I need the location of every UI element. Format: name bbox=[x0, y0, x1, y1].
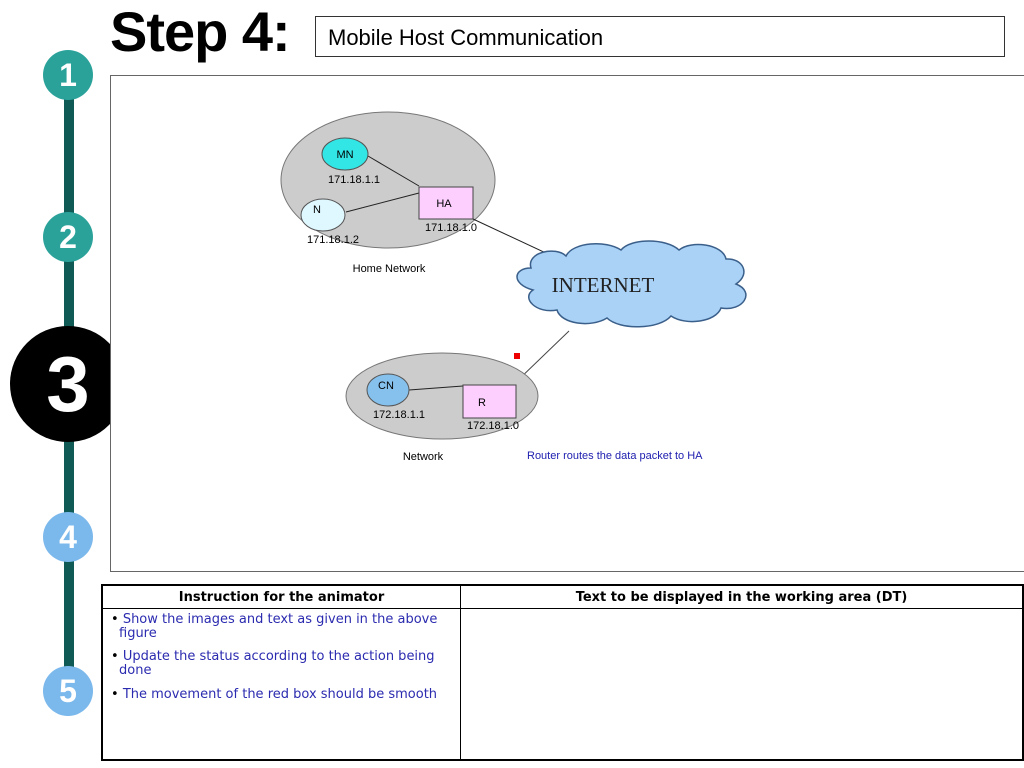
step-5-indicator[interactable]: 5 bbox=[43, 666, 93, 716]
display-text-cell bbox=[460, 608, 1024, 761]
internet-label: INTERNET bbox=[552, 273, 655, 297]
instruction-text: Update the status according to the actio… bbox=[119, 649, 435, 678]
status-text: Router routes the data packet to HA bbox=[527, 450, 703, 462]
step-label: Step 4: bbox=[110, 0, 291, 63]
mn-label: MN bbox=[336, 149, 353, 161]
instruction-header: Instruction for the animator bbox=[101, 584, 461, 609]
cn-r-link bbox=[408, 385, 464, 391]
cn-ip: 172.18.1.1 bbox=[373, 409, 425, 421]
instruction-table: Instruction for the animator Text to be … bbox=[101, 584, 1024, 761]
step-2-indicator[interactable]: 2 bbox=[43, 212, 93, 262]
router-box bbox=[462, 384, 517, 419]
instruction-item: • Update the status according to the act… bbox=[111, 649, 435, 678]
instruction-item: • Show the images and text as given in t… bbox=[111, 612, 438, 641]
mn-node bbox=[321, 137, 369, 171]
network-label: Network bbox=[403, 451, 444, 463]
step-3-indicator-current[interactable]: 3 bbox=[10, 326, 126, 442]
instruction-item: • The movement of the red box should be … bbox=[111, 686, 438, 702]
mn-ip: 171.18.1.1 bbox=[328, 174, 380, 186]
data-packet bbox=[514, 353, 520, 359]
working-area: MN 171.18.1.1 N 171.18.1.2 HA 171.18.1.0… bbox=[110, 75, 1024, 572]
n-ip: 171.18.1.2 bbox=[307, 234, 359, 246]
cn-node bbox=[366, 373, 410, 407]
instruction-text: The movement of the red box should be sm… bbox=[122, 686, 438, 702]
ha-ip: 171.18.1.0 bbox=[425, 222, 477, 234]
n-node bbox=[300, 198, 346, 232]
step-1-indicator[interactable]: 1 bbox=[43, 50, 93, 100]
n-ha-link bbox=[345, 192, 420, 213]
router-label: R bbox=[478, 397, 486, 409]
router-ip: 172.18.1.0 bbox=[467, 420, 519, 432]
page-title: Mobile Host Communication bbox=[315, 16, 1005, 57]
network-diagram: MN 171.18.1.1 N 171.18.1.2 HA 171.18.1.0… bbox=[280, 111, 747, 463]
ha-label: HA bbox=[436, 198, 452, 210]
internet-cloud bbox=[516, 240, 747, 328]
ha-box bbox=[418, 186, 474, 220]
mn-ha-link bbox=[367, 155, 420, 187]
n-label: N bbox=[313, 204, 321, 216]
instruction-cell: • Show the images and text as given in t… bbox=[101, 608, 461, 761]
instruction-text: Show the images and text as given in the… bbox=[119, 612, 438, 641]
display-text-header: Text to be displayed in the working area… bbox=[460, 584, 1024, 609]
cn-label: CN bbox=[378, 380, 394, 392]
step-4-indicator[interactable]: 4 bbox=[43, 512, 93, 562]
home-network-label: Home Network bbox=[353, 263, 426, 275]
